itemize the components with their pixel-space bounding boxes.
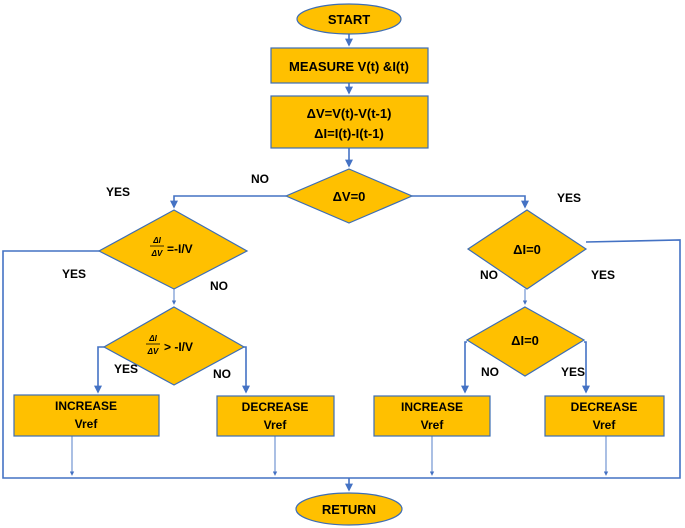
decrease-left-line2: Vref <box>264 418 288 432</box>
label-no-dv: NO <box>251 172 269 186</box>
arrow-gt-yes-to-increase <box>94 346 104 394</box>
increase-right-line1: INCREASE <box>401 400 463 414</box>
di-zero-top-decision: ΔI=0 <box>466 209 588 290</box>
eq-frac-num: ΔI <box>152 236 161 245</box>
increase-left-box: INCREASE Vref <box>13 394 160 437</box>
arrow-di-yes-to-decrease <box>582 341 590 394</box>
delta-process: ΔV=V(t)-V(t-1) ΔI=I(t)-I(t-1) <box>270 95 429 149</box>
arrow-gt-no-to-decrease <box>242 346 250 394</box>
label-yes-di-top: YES <box>591 268 615 282</box>
decrease-left-line1: DECREASE <box>242 400 309 414</box>
label-no-di-bottom: NO <box>481 365 499 379</box>
arrow-dv-no-branch <box>170 195 286 209</box>
return-label: RETURN <box>322 502 376 517</box>
arrow-di-no-to-increase <box>461 341 469 394</box>
eq-frac-den: ΔV <box>151 249 163 258</box>
decrease-right-line2: Vref <box>593 418 617 432</box>
di-zero-bottom-label: ΔI=0 <box>511 333 539 348</box>
gt-cond-label: > -I/V <box>164 340 193 354</box>
line-eq-yes-to-return <box>2 250 349 479</box>
gt-frac-den: ΔV <box>147 347 159 356</box>
return-terminal: RETURN <box>295 492 403 526</box>
label-yes-eq: YES <box>62 267 86 281</box>
start-terminal: START <box>296 3 402 35</box>
dv-zero-decision: ΔV=0 <box>284 168 414 224</box>
label-yes-eq-branch: YES <box>106 185 130 199</box>
gt-frac-num: ΔI <box>148 334 157 343</box>
measure-process: MEASURE V(t) &I(t) <box>270 47 429 84</box>
label-yes-di-bottom: YES <box>561 365 585 379</box>
start-label: START <box>328 12 370 27</box>
eq-cond-label: =-I/V <box>167 242 193 256</box>
edge-labels: YES NO YES YES NO NO YES YES NO NO YES <box>62 172 615 381</box>
dv-zero-label: ΔV=0 <box>333 189 366 204</box>
decrease-right-box: DECREASE Vref <box>544 395 665 437</box>
label-no-di-top: NO <box>480 268 498 282</box>
increase-left-line2: Vref <box>75 417 99 431</box>
di-zero-bottom-decision: ΔI=0 <box>465 306 586 377</box>
label-yes-gt: YES <box>114 362 138 376</box>
label-no-eq: NO <box>210 279 228 293</box>
decrease-right-line1: DECREASE <box>571 400 638 414</box>
delta-v-label: ΔV=V(t)-V(t-1) <box>307 106 392 121</box>
line-di-yes-to-return <box>349 239 681 479</box>
label-yes-dv: YES <box>557 191 581 205</box>
connectors <box>2 34 681 492</box>
decrease-left-box: DECREASE Vref <box>216 395 335 437</box>
increase-left-line1: INCREASE <box>55 399 117 413</box>
increase-right-line2: Vref <box>421 418 445 432</box>
di-zero-top-label: ΔI=0 <box>513 242 541 257</box>
delta-i-label: ΔI=I(t)-I(t-1) <box>314 126 384 141</box>
label-no-gt: NO <box>213 367 231 381</box>
arrow-dv-yes-branch <box>412 195 529 209</box>
increase-right-box: INCREASE Vref <box>373 395 491 437</box>
measure-label: MEASURE V(t) &I(t) <box>289 59 409 74</box>
eq-decision: ΔI ΔV =-I/V <box>97 209 249 290</box>
gt-decision: ΔI ΔV > -I/V <box>102 306 246 386</box>
